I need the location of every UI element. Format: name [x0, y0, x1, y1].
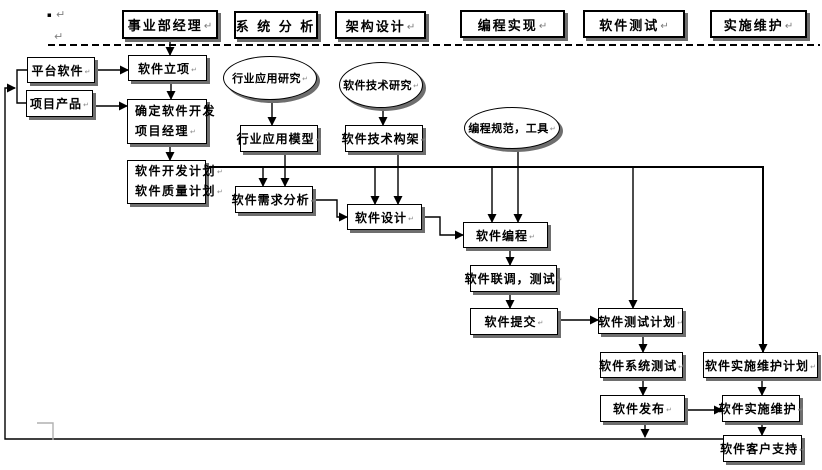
node-label: 软件客户支持: [720, 440, 805, 457]
lane-header-label: 系 统 分 析: [235, 19, 316, 35]
node-label: 行业应用研究: [232, 70, 308, 86]
node-label: 软件立项: [138, 60, 197, 77]
edge-requirements-to-design: [313, 199, 348, 222]
node-customer-support: 软件客户支持: [720, 435, 805, 462]
lane-header-implementation-maintenance: 实施维护: [710, 10, 807, 38]
lane-header-division-manager: 事业部经理: [122, 10, 218, 39]
node-coding-standards-tools: 编程规范，工具: [464, 107, 560, 149]
gray-artifact-bracket: [37, 422, 54, 440]
node-label: 软件实施维护计划: [705, 357, 816, 374]
lane-header-architecture-design: 架构设计: [335, 11, 426, 39]
lane-header-label: 实施维护: [724, 15, 793, 34]
node-label: 软件测试计划: [598, 313, 683, 330]
node-label: 软件系统测试: [599, 357, 684, 374]
lane-header-label: 编程实现: [478, 15, 547, 34]
node-software-tech-research: 软件技术研究: [339, 62, 423, 108]
node-label: 编程规范，工具: [468, 120, 555, 136]
node-label: 软件技术研究: [343, 77, 419, 93]
node-industry-app-research: 行业应用研究: [223, 56, 317, 100]
node-label: 软件联调，测试: [465, 270, 563, 287]
lane-header-system-analysis: 系 统 分 析: [234, 11, 318, 39]
node-software-test-plan: 软件测试计划: [598, 308, 683, 334]
edge-left-bracket: [16, 69, 27, 104]
lane-header-label: 事业部经理: [128, 15, 212, 34]
lane-header-label: 架构设计: [346, 16, 415, 35]
node-label: 软件技术构架: [342, 130, 427, 147]
return-mark-icon: ↵: [56, 8, 66, 21]
lane-header-label: 软件测试: [599, 15, 668, 34]
return-mark-icon: ↵: [54, 30, 64, 43]
node-implementation-maintenance: 软件实施维护: [719, 395, 800, 422]
edge-plan-bus: [206, 166, 768, 353]
node-assign-project-manager: 确定软件开发 项目经理: [127, 99, 217, 144]
lane-header-software-testing: 软件测试: [583, 10, 685, 38]
node-label: 软件实施维护: [719, 400, 804, 417]
edge-design-to-coding: [422, 216, 464, 240]
node-implementation-maintenance-plan: 软件实施维护计划: [703, 352, 818, 378]
node-software-release: 软件发布: [600, 395, 685, 422]
node-label: 项目产品: [30, 95, 89, 112]
node-software-coding: 软件编程: [463, 222, 548, 248]
node-label: 软件设计: [355, 209, 414, 226]
node-software-design: 软件设计: [347, 204, 422, 230]
node-label: 软件需求分析: [232, 191, 317, 208]
node-dev-quality-plan: 软件开发计划 软件质量计划: [127, 160, 215, 204]
node-platform-software: 平台软件: [27, 57, 95, 83]
node-label-line1: 软件开发计划: [135, 162, 215, 182]
node-system-testing: 软件系统测试: [599, 352, 684, 378]
node-industry-app-model: 行业应用模型: [237, 125, 318, 152]
bullet-mark: ▪: [47, 11, 52, 19]
node-project-products: 项目产品: [26, 90, 93, 117]
node-label: 平台软件: [32, 62, 91, 79]
node-label-line2: 软件质量计划: [135, 182, 215, 202]
node-label-line1: 确定软件开发: [135, 103, 217, 118]
node-software-tech-architecture: 软件技术构架: [342, 125, 423, 152]
node-label: 行业应用模型: [237, 130, 322, 147]
node-software-submission: 软件提交: [470, 308, 558, 335]
node-software-initiation: 软件立项: [128, 55, 207, 81]
node-integration-testing: 软件联调，测试: [465, 265, 557, 292]
node-requirements-analysis: 软件需求分析: [232, 186, 313, 213]
node-label-line2: 项目经理: [135, 122, 206, 142]
edge-feedback-loop: [4, 83, 723, 440]
lane-header-programming: 编程实现: [460, 10, 565, 38]
node-label: 软件提交: [485, 313, 544, 330]
node-label: 软件编程: [476, 227, 535, 244]
node-label: 软件发布: [613, 400, 672, 417]
